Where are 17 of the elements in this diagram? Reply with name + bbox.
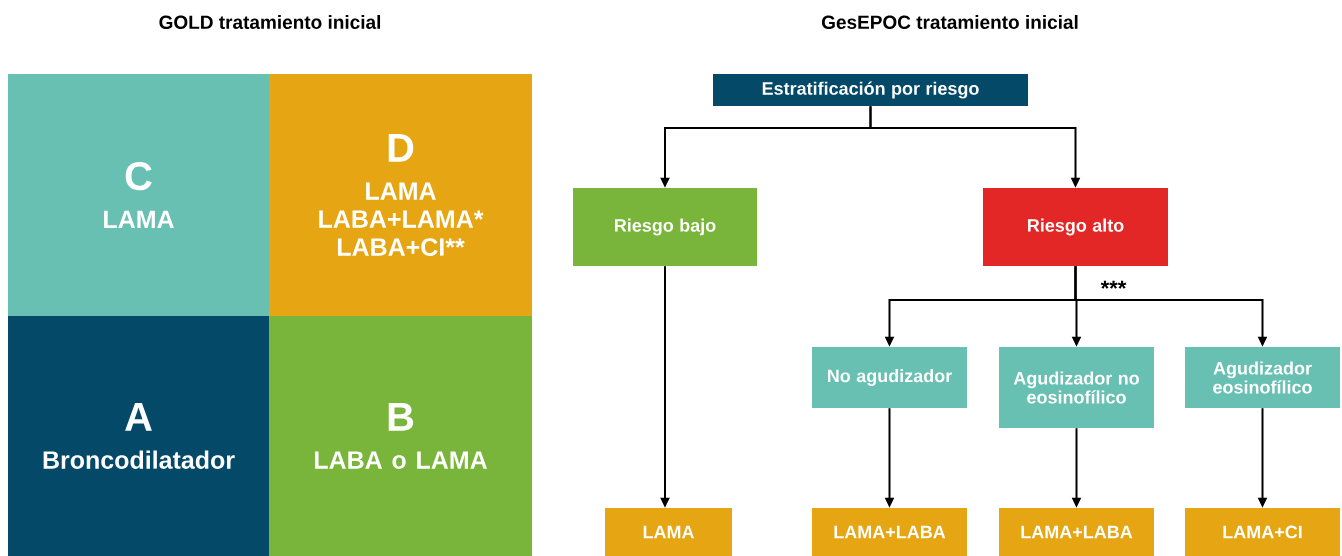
treatment-box: LAMA+LABA	[999, 508, 1154, 556]
process-box: Estratificación por riesgo	[713, 74, 1028, 106]
treatment-box: LAMA	[605, 508, 732, 556]
quadrant-box: C LAMA	[8, 74, 269, 316]
quadrant-box: A Broncodilatador	[8, 316, 269, 556]
quadrant-box: B LABA o LAMA	[269, 316, 532, 556]
process-box: Riesgo bajo	[573, 188, 757, 266]
process-box: Agudizador eosinofílico	[1185, 347, 1340, 408]
process-box: No agudizador	[812, 347, 967, 408]
heading: GOLD tratamiento inicial	[159, 15, 381, 29]
quadrant-box: D LAMA LABA+LAMA* LABA+CI**	[269, 74, 532, 316]
treatment-box: LAMA+LABA	[812, 508, 967, 556]
process-box: Riesgo alto	[983, 188, 1168, 266]
process-box: Agudizador no eosinofílico	[999, 347, 1154, 428]
edge-label: ***	[1099, 279, 1128, 297]
treatment-box: LAMA+CI	[1185, 508, 1340, 556]
heading: GesEPOC tratamiento inicial	[821, 15, 1078, 29]
